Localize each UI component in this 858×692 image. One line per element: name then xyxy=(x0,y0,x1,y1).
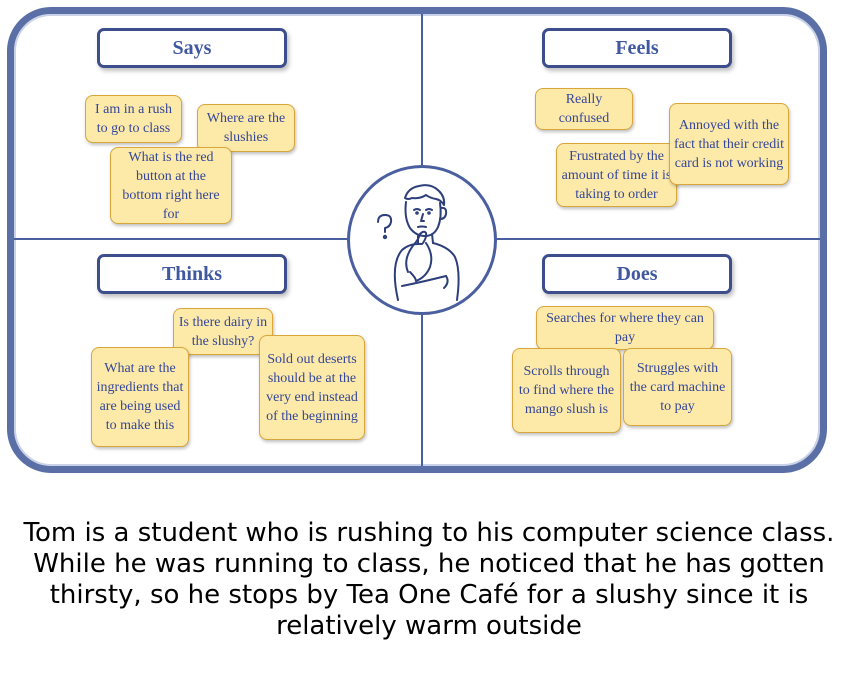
thinks-label: Thinks xyxy=(97,254,287,294)
says-label: Says xyxy=(97,28,287,68)
center-circle xyxy=(347,165,497,315)
does-note-searches: Searches for where they can pay xyxy=(536,306,714,350)
thinking-person-icon xyxy=(377,184,460,301)
thinks-note-dairy: Is there dairy in the slushy? xyxy=(173,308,273,355)
does-label: Does xyxy=(542,254,732,294)
says-note-red-button: What is the red button at the bottom rig… xyxy=(110,147,232,224)
story-description: Tom is a student who is rushing to his c… xyxy=(23,518,835,641)
does-note-struggles: Struggles with the card machine to pay xyxy=(623,348,732,426)
feels-note-confused: Really confused xyxy=(535,88,633,130)
thinks-note-ingredients: What are the ingredients that are being … xyxy=(91,347,189,447)
feels-note-annoyed: Annoyed with the fact that their credit … xyxy=(669,103,789,185)
feels-note-frustrated: Frustrated by the amount of time it is t… xyxy=(556,143,677,207)
says-note-slushies: Where are the slushies xyxy=(197,104,295,152)
thinks-note-sold-out: Sold out deserts should be at the very e… xyxy=(259,335,365,440)
says-note-rush: I am in a rush to go to class xyxy=(85,95,182,143)
feels-label: Feels xyxy=(542,28,732,68)
does-note-scrolls: Scrolls through to find where the mango … xyxy=(512,348,621,433)
